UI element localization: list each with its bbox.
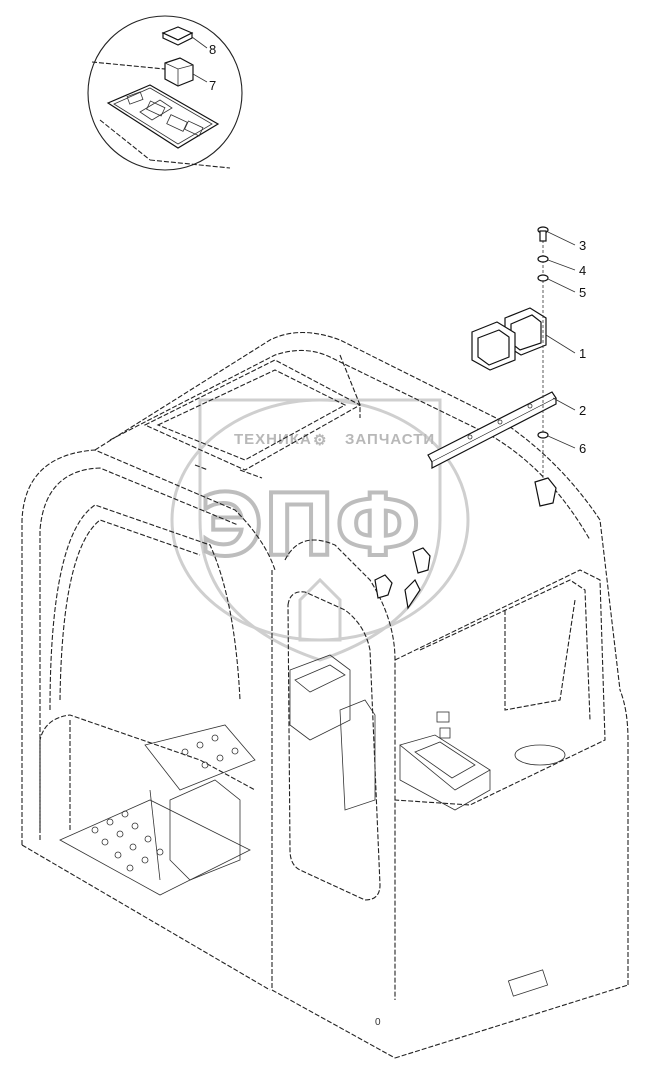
right-console <box>399 711 566 811</box>
callout-2: 2 <box>579 403 586 418</box>
bolt-stack <box>537 226 549 480</box>
callouts: 8 7 3 4 5 1 2 6 <box>209 42 586 456</box>
part-8-cap <box>161 26 194 46</box>
callout-3: 3 <box>579 238 586 253</box>
watermark-logo: ЭПФ <box>200 476 420 576</box>
part-1-work-lamps <box>471 307 547 371</box>
floor-plate <box>59 724 256 896</box>
callout-6: 6 <box>579 441 586 456</box>
part-6-nut <box>537 431 549 439</box>
part-3-bolt <box>537 226 549 242</box>
part-4-washer <box>537 255 549 263</box>
watermark-gear-icon: ⚙ <box>313 432 327 449</box>
part-2-mounting-bar <box>427 391 557 469</box>
part-7-switch <box>164 57 194 87</box>
leader-lines <box>545 231 576 449</box>
callout-1: 1 <box>579 346 586 361</box>
watermark-left-text: ТЕХНИКА <box>234 431 312 448</box>
svg-text:0: 0 <box>375 1017 381 1028</box>
part-5-washer <box>537 274 549 282</box>
roof-brackets <box>374 477 557 610</box>
switch-panel <box>106 84 220 149</box>
callout-8: 8 <box>209 42 216 57</box>
watermark-right-text: ЗАПЧАСТИ <box>345 431 435 448</box>
watermark: ТЕХНИКА ⚙ ЗАПЧАСТИ ЭПФ <box>170 398 470 662</box>
callout-5: 5 <box>579 285 586 300</box>
callout-4: 4 <box>579 263 586 278</box>
detail-view-circle <box>87 15 243 171</box>
callout-7: 7 <box>209 78 216 93</box>
console-box <box>149 654 376 881</box>
